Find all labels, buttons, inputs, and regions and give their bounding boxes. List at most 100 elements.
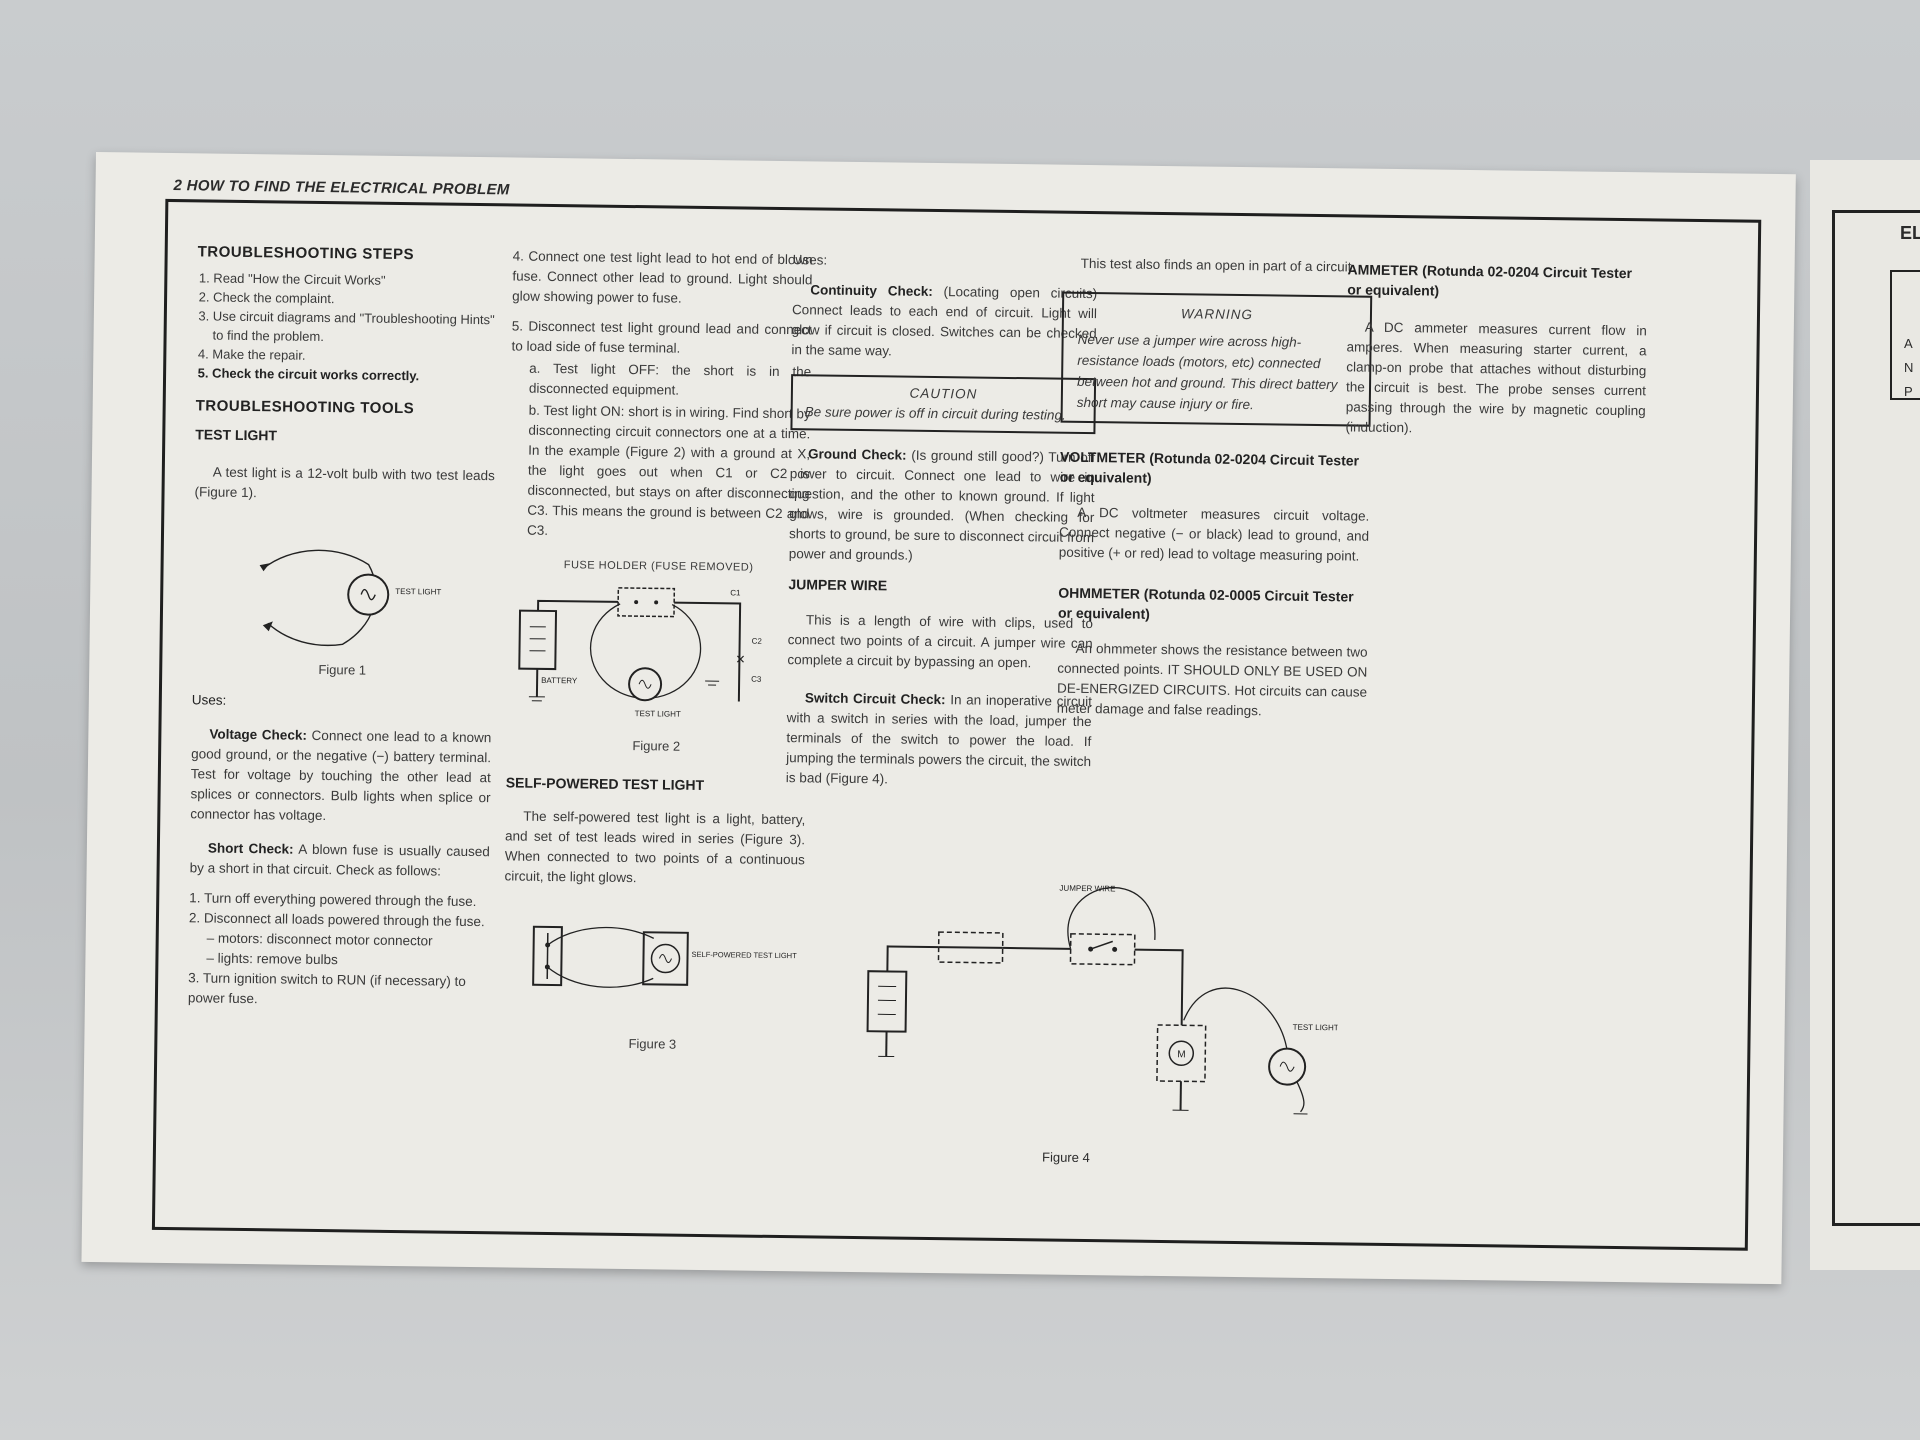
figure-4-test-light-label: TEST LIGHT	[1293, 1023, 1339, 1033]
short-check: Short Check: A blown fuse is usually cau…	[190, 838, 490, 882]
ground-check-label: Ground Check:	[808, 446, 907, 463]
self-powered-title: SELF-POWERED TEST LIGHT	[505, 774, 705, 794]
facing-letter: N	[1904, 360, 1914, 375]
filament-icon	[360, 588, 376, 601]
step-4-text: 4. Connect one test light lead to hot en…	[512, 248, 813, 306]
switch-check-label: Switch Circuit Check:	[804, 690, 946, 708]
facing-letter: A	[1904, 336, 1913, 351]
caution-text: Be sure power is off in circuit during t…	[804, 404, 1066, 423]
warning-title: WARNING	[1180, 306, 1254, 323]
battery-label: BATTERY	[541, 676, 578, 685]
step-item: Check the circuit works correctly.	[212, 364, 496, 387]
battery-icon	[866, 970, 908, 1033]
lead-wire	[546, 966, 654, 988]
test-light-title: TEST LIGHT	[195, 426, 278, 444]
figure-2-diagram: C1 C2 C3 ✕ BATTERY TEST LIGHT	[518, 587, 762, 719]
switch-terminal	[1112, 946, 1118, 952]
motor-symbol: M	[1177, 1049, 1185, 1060]
column-3: Uses: Continuity Check: (Locating open c…	[786, 250, 1098, 802]
ammeter-text: A DC ammeter measures current flow in am…	[1345, 319, 1647, 436]
jumper-title: JUMPER WIRE	[788, 576, 888, 594]
switch-terminal	[1088, 946, 1094, 952]
column-4: This test also finds an open in part of …	[1057, 254, 1373, 733]
voltmeter-title: VOLTMETER (Rotunda 02-0204 Circuit Teste…	[1059, 448, 1360, 486]
c1-label: C1	[730, 588, 741, 597]
step-5a-text: a. Test light OFF: the short is in the d…	[528, 360, 812, 398]
voltmeter-text: A DC voltmeter measures circuit voltage.…	[1058, 504, 1370, 564]
column-5: AMMETER (Rotunda 02-0204 Circuit Tester …	[1345, 251, 1648, 451]
ohmmeter-title: OHMMETER (Rotunda 02-0005 Circuit Tester…	[1057, 584, 1354, 622]
uses-title: Uses:	[191, 692, 227, 708]
switch-box	[1069, 933, 1136, 966]
column-1: TROUBLESHOOTING STEPS Read "How the Circ…	[188, 242, 498, 1012]
short-step: 3. Turn ignition switch to RUN (if neces…	[187, 970, 466, 1007]
step-5b-text: b. Test light ON: short is in wiring. Fi…	[526, 402, 811, 538]
warning-text: Never use a jumper wire across high-resi…	[1076, 331, 1338, 413]
fuse-terminal	[654, 600, 659, 605]
figure-4-diagram: JUMPER WIRE M TEST LIGHT	[866, 884, 1339, 1115]
continuity-label: Continuity Check:	[810, 282, 933, 299]
figure-3-diagram: SELF-POWERED TEST LIGHT	[532, 925, 797, 988]
load-wire	[1134, 948, 1184, 1026]
test-light-text: A test light is a 12-volt bulb with two …	[194, 464, 495, 501]
switch-check: Switch Circuit Check: In an inoperative …	[786, 688, 1092, 792]
test-light-lead	[1296, 1081, 1305, 1113]
figure-1-caption: Figure 1	[318, 661, 367, 678]
ohmmeter-text: An ohmmeter shows the resistance between…	[1056, 640, 1368, 719]
figure-2-caption: Figure 2	[632, 738, 681, 754]
jumper-label: JUMPER WIRE	[1059, 884, 1115, 894]
ammeter-title: AMMETER (Rotunda 02-0204 Circuit Tester …	[1347, 261, 1633, 299]
voltage-check-text: Connect one lead to a known good ground,…	[190, 727, 492, 824]
battery-icon	[518, 609, 558, 671]
step-item: Use circuit diagrams and "Troubleshootin…	[212, 307, 496, 349]
figure-4-caption: Figure 4	[1041, 1149, 1090, 1166]
probe-wire	[546, 932, 549, 979]
filament-icon	[659, 953, 672, 964]
manual-page: 2 HOW TO FIND THE ELECTRICAL PROBLEM TRO…	[81, 152, 1796, 1285]
page-header: 2 HOW TO FIND THE ELECTRICAL PROBLEM	[173, 177, 510, 199]
facing-page: EL A N P	[1810, 160, 1920, 1270]
voltage-check-label: Voltage Check:	[209, 726, 307, 743]
figure-1-diagram: TEST LIGHT	[259, 549, 442, 647]
load-wire	[674, 601, 742, 702]
step-5-text: 5. Disconnect test light ground lead and…	[511, 318, 812, 356]
figure-2-title: FUSE HOLDER (FUSE REMOVED)	[563, 559, 754, 574]
steps-list: Read "How the Circuit Works" Check the c…	[196, 268, 497, 386]
figure-3-label: SELF-POWERED TEST LIGHT	[691, 950, 797, 960]
column-2: 4. Connect one test light lead to hot en…	[502, 246, 813, 1068]
voltage-check: Voltage Check: Connect one lead to a kno…	[190, 724, 491, 828]
hot-wire	[886, 945, 939, 972]
test-light-lead	[1183, 987, 1288, 1052]
facing-letter: P	[1904, 384, 1913, 399]
circuit-wire	[1002, 946, 1071, 950]
filament-icon	[638, 679, 652, 689]
probe-icon	[532, 925, 563, 987]
ground-check: Ground Check: (Is ground still good?) Tu…	[789, 444, 1096, 568]
ground-check-text: (Is ground still good?) Turn off power t…	[788, 447, 1096, 563]
ground-x-mark: ✕	[735, 652, 745, 666]
tools-title: TROUBLESHOOTING TOOLS	[195, 397, 415, 418]
uses-title: Uses:	[792, 252, 828, 268]
switch-blade	[1090, 940, 1114, 950]
facing-page-title: EL	[1900, 223, 1920, 243]
test-light-label: TEST LIGHT	[635, 709, 681, 719]
lead-arrow	[262, 621, 273, 632]
figure-3-caption: Figure 3	[628, 1036, 677, 1052]
caution-box: CAUTION Be sure power is off in circuit …	[790, 374, 1097, 435]
self-powered-text: The self-powered test light is a light, …	[504, 808, 806, 886]
jumper-text: This is a length of wire with clips, use…	[787, 612, 1094, 671]
open-text: This test also finds an open in part of …	[1080, 255, 1356, 275]
filament-icon	[1279, 1061, 1295, 1072]
self-powered-light-icon	[642, 931, 689, 986]
short-check-label: Short Check:	[207, 840, 294, 857]
fuse-wire	[938, 946, 1003, 949]
motor-icon	[1168, 1040, 1195, 1067]
facing-page-box: A N P	[1890, 270, 1920, 400]
lead-wire	[547, 926, 655, 946]
jumper-wire	[1067, 886, 1156, 950]
hot-wire	[537, 599, 619, 611]
facing-page-frame	[1832, 210, 1920, 1226]
continuity-check: Continuity Check: (Locating open circuit…	[791, 280, 1097, 364]
lead-arrow	[259, 563, 270, 572]
fuse-terminal	[634, 600, 639, 605]
